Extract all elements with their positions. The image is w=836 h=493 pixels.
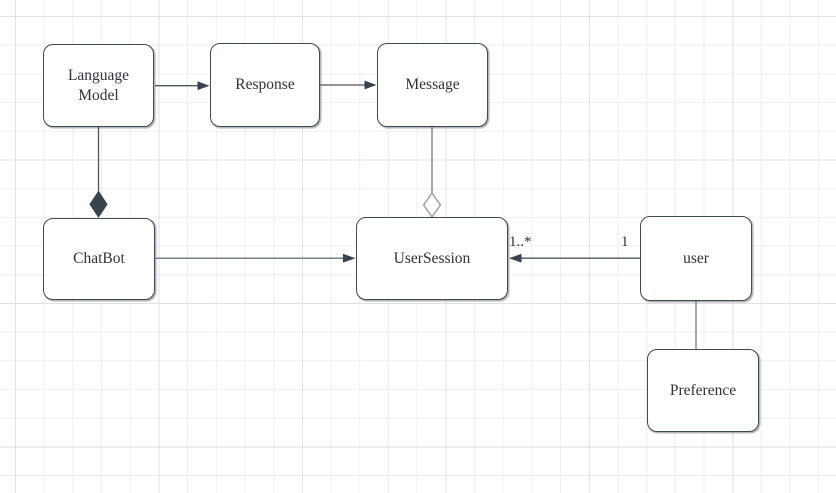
composition-diamond-icon [89, 190, 108, 218]
node-preference[interactable]: Preference [647, 349, 759, 432]
edge-response-to-message[interactable] [320, 80, 377, 90]
node-label: Language Model [67, 66, 130, 104]
edge-language-model-to-response[interactable] [155, 81, 210, 91]
node-language-model[interactable]: Language Model [43, 44, 154, 127]
node-label: UserSession [393, 249, 471, 267]
edge-user-to-user-session[interactable] [509, 253, 640, 263]
edge-chatbot-to-user-session[interactable] [155, 253, 356, 263]
aggregation-diamond-icon [422, 191, 442, 219]
node-label: ChatBot [73, 250, 125, 268]
node-user[interactable]: user [640, 216, 752, 301]
node-chatbot[interactable]: ChatBot [43, 218, 155, 300]
multiplicity-label-user-session-end[interactable]: 1..* [509, 234, 532, 250]
node-label: Preference [669, 381, 737, 399]
arrow-head-icon [343, 253, 356, 263]
arrow-head-icon [509, 253, 522, 263]
multiplicity-label-user-end[interactable]: 1 [621, 234, 629, 250]
arrow-head-icon [364, 80, 377, 90]
node-label: user [683, 249, 709, 267]
edge-message-to-user-session[interactable] [422, 127, 442, 219]
node-message[interactable]: Message [377, 43, 488, 127]
edge-language-model-to-chatbot[interactable] [89, 127, 108, 218]
node-label: Response [235, 76, 295, 94]
node-user-session[interactable]: UserSession [356, 217, 508, 300]
node-response[interactable]: Response [210, 43, 320, 127]
node-label: Message [405, 76, 460, 94]
arrow-head-icon [197, 81, 210, 91]
